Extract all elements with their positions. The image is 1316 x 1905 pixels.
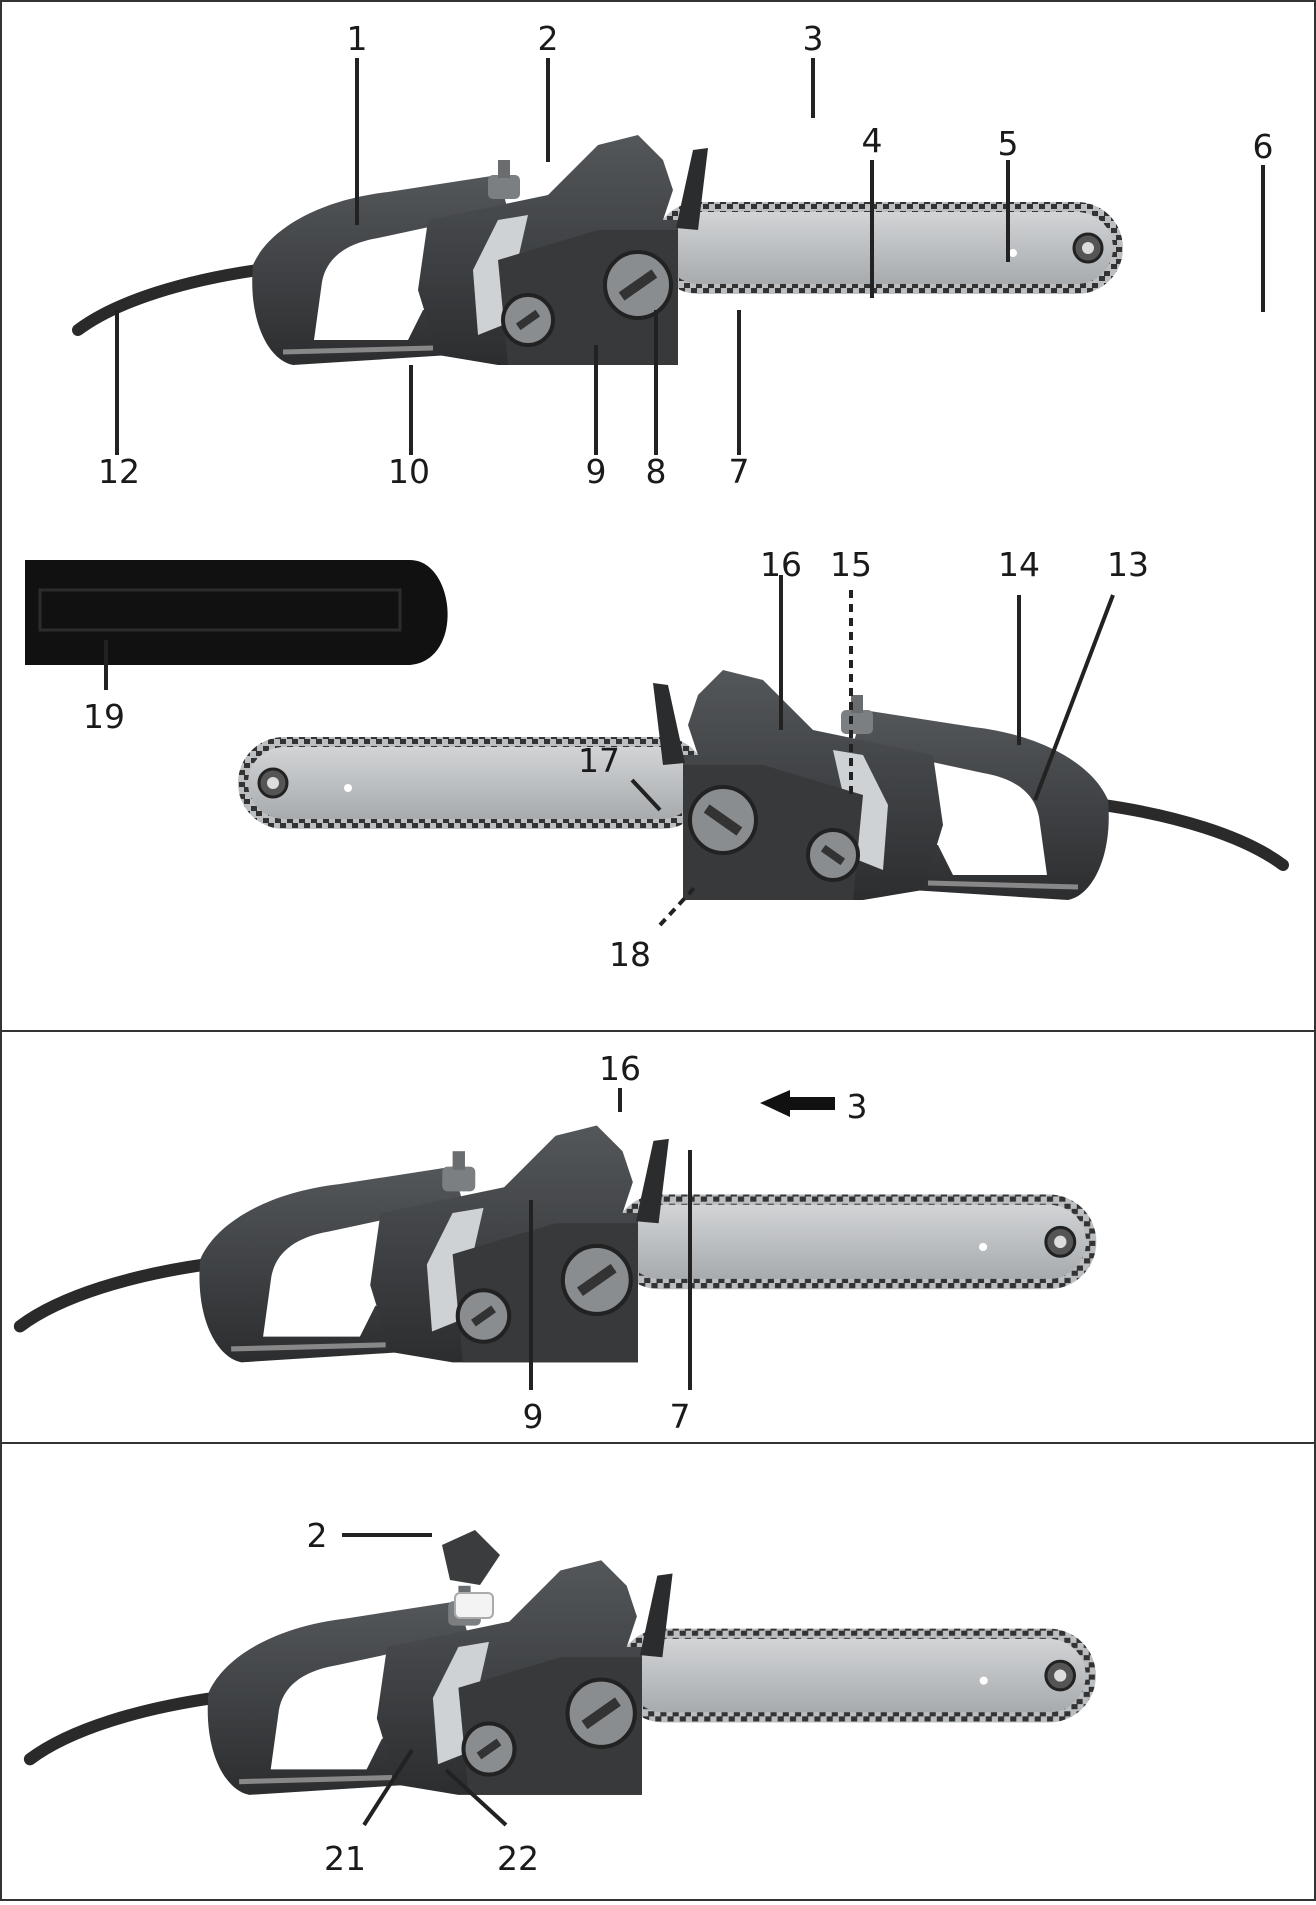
callout-label: 16 xyxy=(599,1049,641,1088)
chainsaw-opposite-view xyxy=(238,670,1283,900)
callout-label: 22 xyxy=(497,1839,539,1878)
callout-label: 12 xyxy=(98,452,140,491)
callout-label: 15 xyxy=(830,545,872,584)
callout-label: 10 xyxy=(388,452,430,491)
callout-label: 17 xyxy=(578,741,620,780)
callout-label: 9 xyxy=(586,452,607,491)
callout-label: 13 xyxy=(1107,545,1149,584)
callout-label: 18 xyxy=(609,935,651,974)
callout-label: 19 xyxy=(83,697,125,736)
callout-label: 3 xyxy=(803,19,824,58)
callout-label: 7 xyxy=(729,452,750,491)
chain-guard-cover xyxy=(25,560,448,665)
callout-label: 5 xyxy=(998,124,1019,163)
callout-label: 2 xyxy=(307,1516,328,1555)
chainsaw-side-view xyxy=(78,135,1123,365)
callout-label: 6 xyxy=(1253,127,1274,166)
callout-label: 8 xyxy=(646,452,667,491)
chainsaw-brake-view xyxy=(20,1125,1096,1362)
callout-label: 21 xyxy=(324,1839,366,1878)
callout-label: 9 xyxy=(523,1397,544,1436)
callout-label: 4 xyxy=(862,121,883,160)
arrow-icon xyxy=(760,1090,835,1117)
callout-label: 16 xyxy=(760,545,802,584)
callout-label: 2 xyxy=(538,19,559,58)
callout-label: 14 xyxy=(998,545,1040,584)
chainsaw-oil-fill-view xyxy=(30,1560,1096,1795)
callout-label: 7 xyxy=(670,1397,691,1436)
callout-label: 3 xyxy=(847,1087,868,1126)
callout-label: 1 xyxy=(347,19,368,58)
